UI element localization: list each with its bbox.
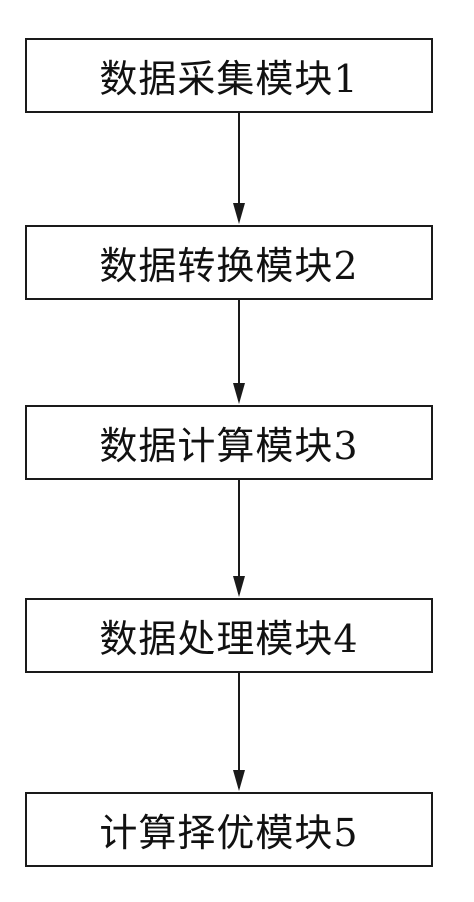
arrow-down-icon: [233, 300, 245, 404]
arrowhead: [233, 576, 245, 597]
node-data-conversion-module: 数据转换模块2: [25, 225, 433, 300]
node-label: 数据转换模块2: [99, 244, 359, 288]
node-optimization-selection-module: 计算择优模块5: [25, 792, 433, 867]
node-label: 数据处理模块4: [99, 617, 359, 661]
node-label: 数据采集模块1: [99, 57, 359, 101]
node-data-processing-module: 数据处理模块4: [25, 598, 433, 673]
arrowhead: [233, 203, 245, 224]
node-label: 计算择优模块5: [99, 811, 359, 855]
arrowhead: [233, 383, 245, 404]
edge-arrow-2-to-3: [229, 300, 249, 405]
arrow-down-icon: [233, 673, 245, 791]
arrow-down-icon: [233, 113, 245, 224]
arrowhead: [233, 770, 245, 791]
edge-arrow-3-to-4: [229, 480, 249, 598]
node-data-acquisition-module: 数据采集模块1: [25, 38, 433, 113]
node-data-calculation-module: 数据计算模块3: [25, 405, 433, 480]
edge-arrow-1-to-2: [229, 113, 249, 225]
node-label: 数据计算模块3: [99, 424, 359, 468]
edge-arrow-4-to-5: [229, 673, 249, 792]
arrow-down-icon: [233, 480, 245, 597]
